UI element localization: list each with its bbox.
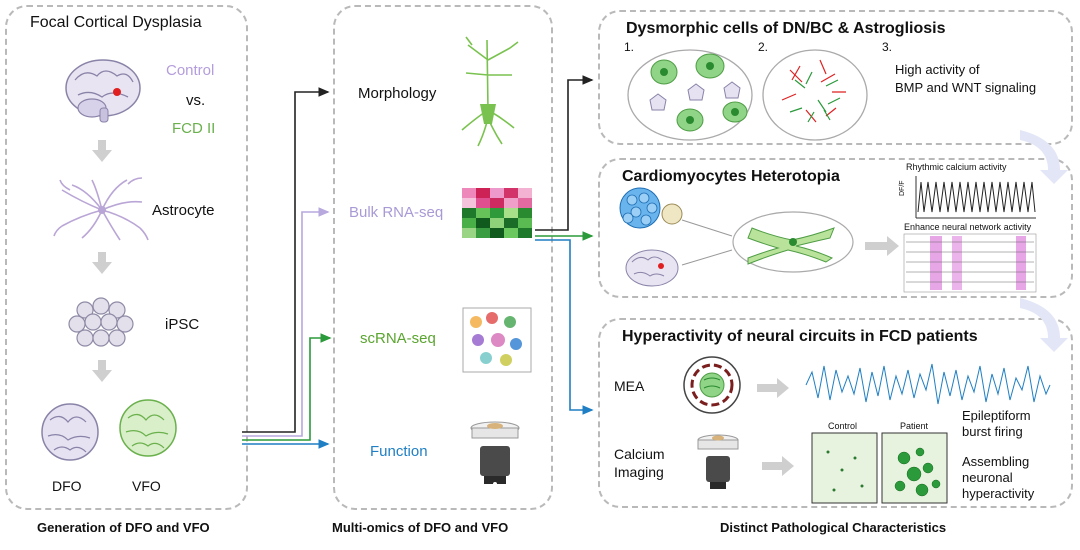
left-panel	[5, 5, 248, 510]
middle-panel	[333, 5, 553, 510]
box3-title: Hyperactivity of neural circuits in FCD …	[622, 328, 978, 345]
microscope-icon-middle	[470, 421, 520, 486]
label-dfo: DFO	[52, 478, 82, 494]
label-network: Enhance neural network activity	[904, 222, 1032, 232]
label-morphology: Morphology	[358, 85, 437, 102]
right-box-3	[598, 318, 1073, 508]
box1-text2: BMP and WNT signaling	[895, 80, 1037, 95]
label-epi1: Epileptiform	[962, 408, 1031, 423]
box1-num3: 3.	[882, 40, 893, 54]
label-astrocyte: Astrocyte	[152, 202, 215, 219]
caption-left: Generation of DFO and VFO	[37, 520, 210, 535]
dysmorphic-cells-illustration	[627, 49, 753, 141]
label-vs: vs.	[186, 92, 206, 109]
box1-text1: High activity of	[895, 62, 980, 77]
heatmap-icon	[462, 188, 532, 238]
neural-raster	[903, 233, 1037, 293]
label-rhythmic: Rhythmic calcium activity	[906, 162, 1007, 172]
caption-middle: Multi-omics of DFO and VFO	[332, 520, 509, 535]
flow-arrow-2	[1020, 298, 1068, 352]
label-patient-small: Patient	[900, 421, 929, 431]
dfo-icon	[41, 403, 99, 461]
astrocyte-icon	[53, 177, 149, 241]
caption-right: Distinct Pathological Characteristics	[720, 520, 947, 535]
label-sc: scRNA-seq	[360, 330, 436, 347]
box2-title: Cardiomyocytes Heterotopia	[622, 168, 840, 185]
label-bulk: Bulk RNA-seq	[349, 204, 444, 221]
right-box-2	[598, 158, 1073, 298]
flow-arrow-1	[1020, 130, 1068, 184]
cardiomyocyte-illustration	[681, 211, 899, 273]
label-asm1: Assembling	[962, 454, 1030, 469]
neuron-icon	[461, 36, 519, 147]
label-asm2: neuronal	[962, 470, 1013, 485]
arrow-calcium	[762, 456, 794, 476]
microscope-icon-right	[697, 434, 739, 489]
calcium-control-panel	[811, 432, 878, 504]
astrogliosis-illustration	[762, 49, 868, 141]
calcium-patient-panel	[881, 432, 948, 504]
left-title: Focal Cortical Dysplasia	[30, 14, 202, 31]
calcium-trace	[906, 174, 1036, 219]
label-mea: MEA	[614, 378, 645, 394]
label-fcd: FCD II	[172, 120, 216, 137]
label-ipsc: iPSC	[165, 316, 200, 333]
connector-lines	[242, 87, 332, 449]
box1-num1: 1.	[624, 40, 635, 54]
label-control-small: Control	[828, 421, 858, 431]
label-control: Control	[166, 62, 215, 79]
label-dff: DF/F	[899, 180, 906, 196]
ipsc-icon	[68, 297, 134, 347]
arrow-mea	[757, 378, 789, 398]
brain-icon-small	[625, 249, 679, 287]
label-calcium2: Imaging	[614, 464, 664, 480]
vfo-icon	[119, 399, 177, 457]
label-function: Function	[370, 443, 428, 460]
label-epi2: burst firing	[962, 424, 1023, 439]
box1-num2: 2.	[758, 40, 769, 54]
down-arrows	[92, 140, 112, 382]
right-box-1	[598, 10, 1073, 145]
cardiac-organoid-icon	[619, 187, 683, 229]
brain-icon-left	[65, 59, 141, 123]
label-asm3: hyperactivity	[962, 486, 1035, 501]
umap-icon	[462, 307, 532, 373]
mea-trace	[805, 363, 1051, 405]
connector-lines-right	[535, 75, 594, 415]
mea-icon	[683, 356, 741, 414]
label-calcium1: Calcium	[614, 446, 665, 462]
box1-title: Dysmorphic cells of DN/BC & Astrogliosis	[626, 20, 946, 37]
label-vfo: VFO	[132, 478, 161, 494]
